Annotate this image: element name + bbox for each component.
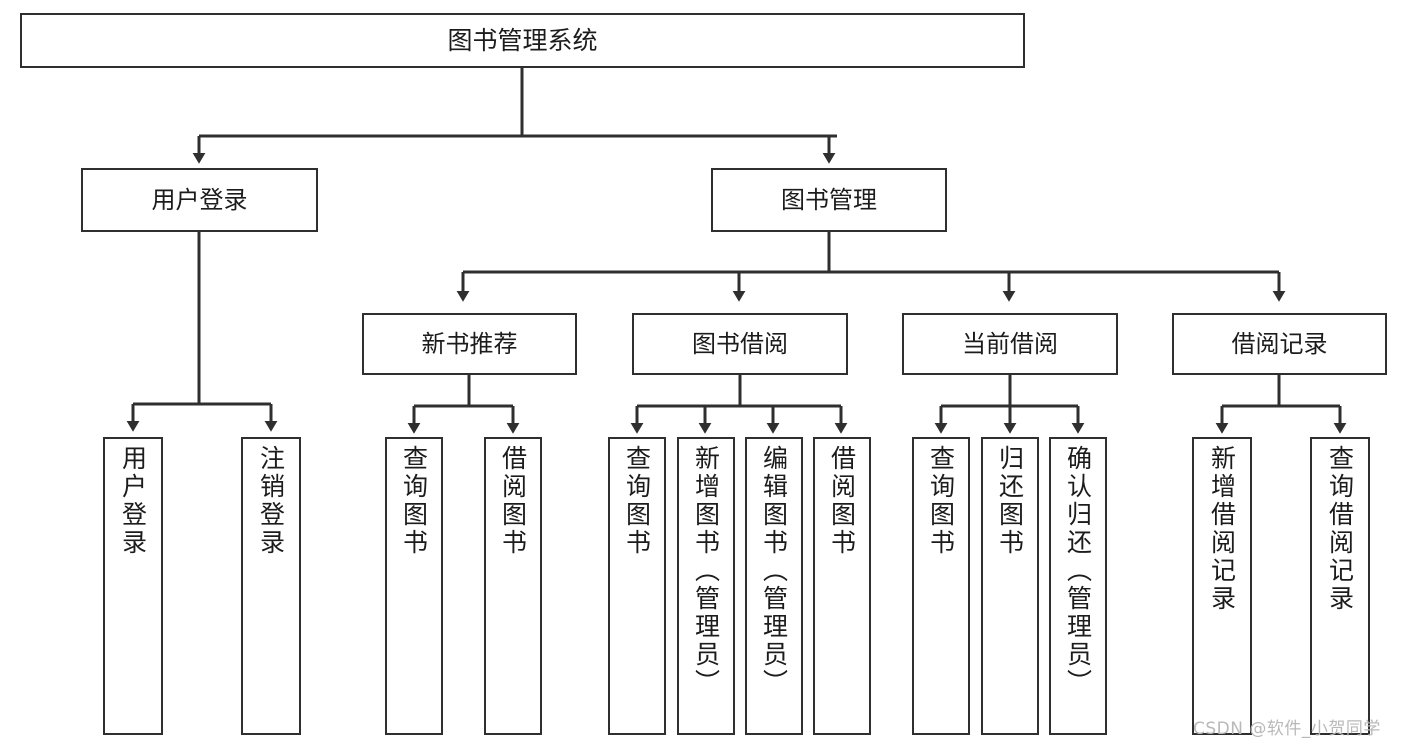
node-label: 用户登录 (118, 445, 148, 557)
node-label: 图书管理系统 (447, 25, 598, 55)
node-new-book-recommendation[interactable]: 新书推荐 (362, 313, 577, 375)
node-root-book-management-system[interactable]: 图书管理系统 (20, 13, 1025, 68)
node-label: 借阅图书 (498, 445, 528, 557)
leaf-new-book-query-book[interactable]: 查询图书 (385, 437, 443, 735)
node-book-management[interactable]: 图书管理 (711, 168, 947, 232)
leaf-book-borrow-add-book-admin[interactable]: 新增图书（管理员） (677, 437, 735, 735)
node-label: 查询图书 (926, 445, 956, 557)
node-label: 借阅记录 (1231, 329, 1328, 358)
leaf-user-login-logout[interactable]: 注销登录 (241, 437, 301, 735)
csdn-watermark: CSDN @软件_小贺同学 (1193, 719, 1381, 739)
leaf-current-borrow-query-book[interactable]: 查询图书 (912, 437, 970, 735)
node-label: 新增借阅记录 (1207, 445, 1237, 613)
node-label: 查询图书 (622, 445, 652, 557)
node-label: 注销登录 (256, 445, 286, 557)
leaf-borrow-record-query-record[interactable]: 查询借阅记录 (1310, 437, 1370, 735)
leaf-book-borrow-edit-book-admin[interactable]: 编辑图书（管理员） (745, 437, 803, 735)
leaf-user-login-login[interactable]: 用户登录 (103, 437, 163, 735)
node-current-borrowing[interactable]: 当前借阅 (902, 313, 1118, 375)
node-label: 新书推荐 (421, 329, 518, 358)
node-label: 查询借阅记录 (1325, 445, 1355, 613)
node-label: 当前借阅 (962, 329, 1058, 358)
leaf-book-borrow-borrow-book[interactable]: 借阅图书 (813, 437, 871, 735)
leaf-current-borrow-return-book[interactable]: 归还图书 (981, 437, 1039, 735)
leaf-borrow-record-add-record[interactable]: 新增借阅记录 (1192, 437, 1252, 735)
node-book-borrowing[interactable]: 图书借阅 (632, 313, 848, 375)
node-label: 确认归还（管理员） (1063, 445, 1093, 697)
leaf-current-borrow-confirm-return-admin[interactable]: 确认归还（管理员） (1049, 437, 1107, 735)
node-label: 图书管理 (781, 185, 877, 214)
leaf-new-book-borrow-book[interactable]: 借阅图书 (484, 437, 542, 735)
node-user-login[interactable]: 用户登录 (81, 168, 318, 232)
node-borrowing-record[interactable]: 借阅记录 (1172, 313, 1387, 375)
node-label: 编辑图书（管理员） (759, 445, 789, 697)
node-label: 归还图书 (995, 445, 1025, 557)
node-label: 借阅图书 (827, 445, 857, 557)
node-label: 查询图书 (399, 445, 429, 557)
leaf-book-borrow-query-book[interactable]: 查询图书 (608, 437, 666, 735)
node-label: 用户登录 (151, 185, 248, 214)
node-label: 新增图书（管理员） (691, 445, 721, 697)
node-label: 图书借阅 (692, 329, 788, 358)
